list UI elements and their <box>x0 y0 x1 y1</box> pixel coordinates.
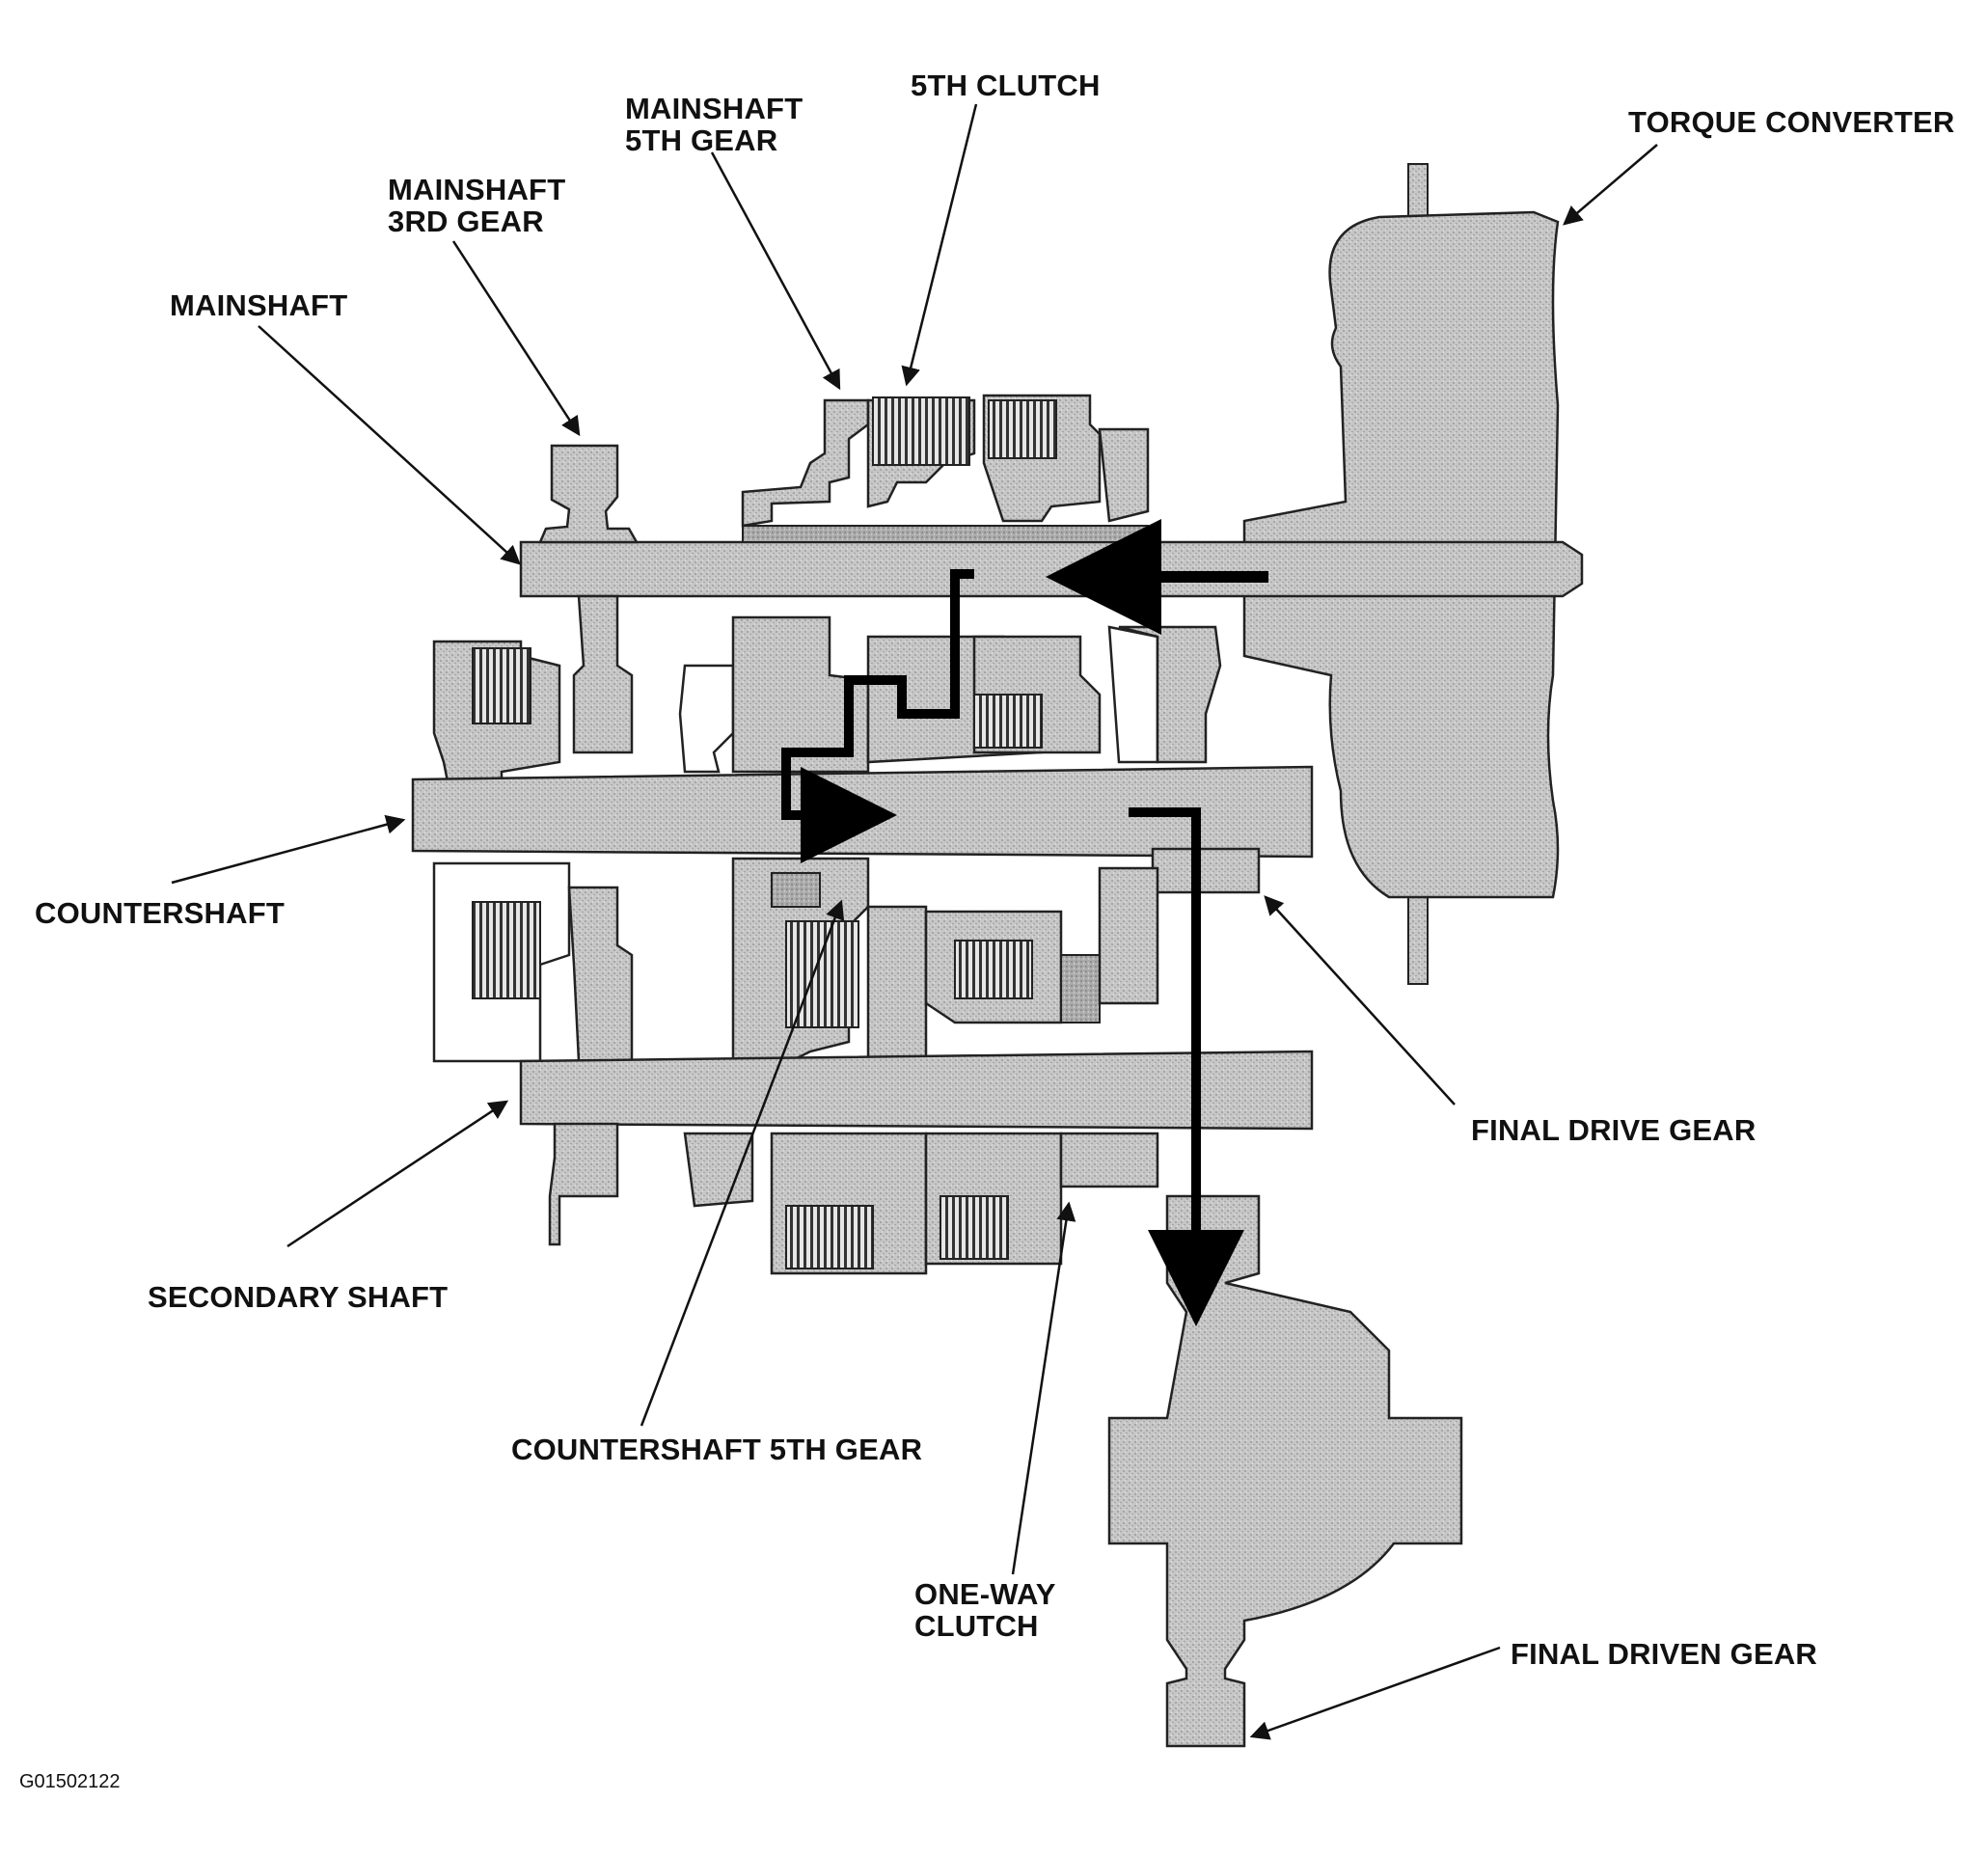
leader-mainshaft <box>258 325 521 565</box>
label-mainshaft-5th-gear-line1: MAINSHAFT <box>625 92 803 125</box>
label-countershaft-5th-gear: COUNTERSHAFT 5TH GEAR <box>511 1433 923 1466</box>
leader-5th-clutch <box>901 103 978 387</box>
label-mainshaft: MAINSHAFT <box>170 288 348 322</box>
label-final-drive-gear: FINAL DRIVE GEAR <box>1471 1113 1757 1147</box>
figure-id: G01502122 <box>19 1771 121 1792</box>
label-one-way-clutch-line1: ONE-WAY <box>914 1577 1056 1611</box>
secondary-lower-clutches <box>683 1132 1159 1275</box>
final-drive-gear <box>1151 847 1261 894</box>
label-mainshaft-5th-gear: MAINSHAFT 5TH GEAR <box>625 93 803 156</box>
leader-mainshaft-3rd-gear <box>451 240 581 437</box>
leader-countershaft-5th-gear <box>640 899 845 1427</box>
mainshaft-3rd-gear <box>538 444 640 754</box>
middle-gear-set <box>432 615 1222 812</box>
leader-mainshaft-5th-gear <box>710 151 841 391</box>
label-secondary-shaft: SECONDARY SHAFT <box>148 1280 449 1314</box>
label-mainshaft-3rd-gear-line1: MAINSHAFT <box>388 173 566 206</box>
leader-final-drive-gear <box>1264 895 1456 1105</box>
leader-torque-converter <box>1563 144 1658 226</box>
leader-countershaft <box>171 814 406 885</box>
countershaft-left-clutches <box>432 861 634 1063</box>
secondary-shaft <box>519 1050 1314 1246</box>
leader-final-driven-gear <box>1249 1646 1501 1740</box>
leader-one-way-clutch <box>1011 1201 1076 1575</box>
final-driven-gear <box>1107 1194 1463 1748</box>
label-countershaft: COUNTERSHAFT <box>35 896 285 930</box>
fifth-clutch-assembly <box>741 394 1150 543</box>
label-one-way-clutch-line2: CLUTCH <box>914 1609 1039 1643</box>
label-final-driven-gear: FINAL DRIVEN GEAR <box>1511 1637 1818 1671</box>
label-mainshaft-3rd-gear: MAINSHAFT 3RD GEAR <box>388 174 565 237</box>
label-torque-converter: TORQUE CONVERTER <box>1628 105 1955 139</box>
mainshaft <box>519 540 1584 598</box>
power-flow-path <box>781 519 1268 1326</box>
countershaft-5th-gear-set <box>731 857 1159 1063</box>
label-mainshaft-3rd-gear-line2: 3RD GEAR <box>388 205 544 238</box>
leader-secondary-shaft <box>286 1100 509 1248</box>
leader-lines <box>171 103 1658 1740</box>
label-mainshaft-5th-gear-line2: 5TH GEAR <box>625 123 778 157</box>
label-5th-clutch: 5TH CLUTCH <box>911 68 1101 102</box>
label-one-way-clutch: ONE-WAY CLUTCH <box>914 1578 1056 1642</box>
